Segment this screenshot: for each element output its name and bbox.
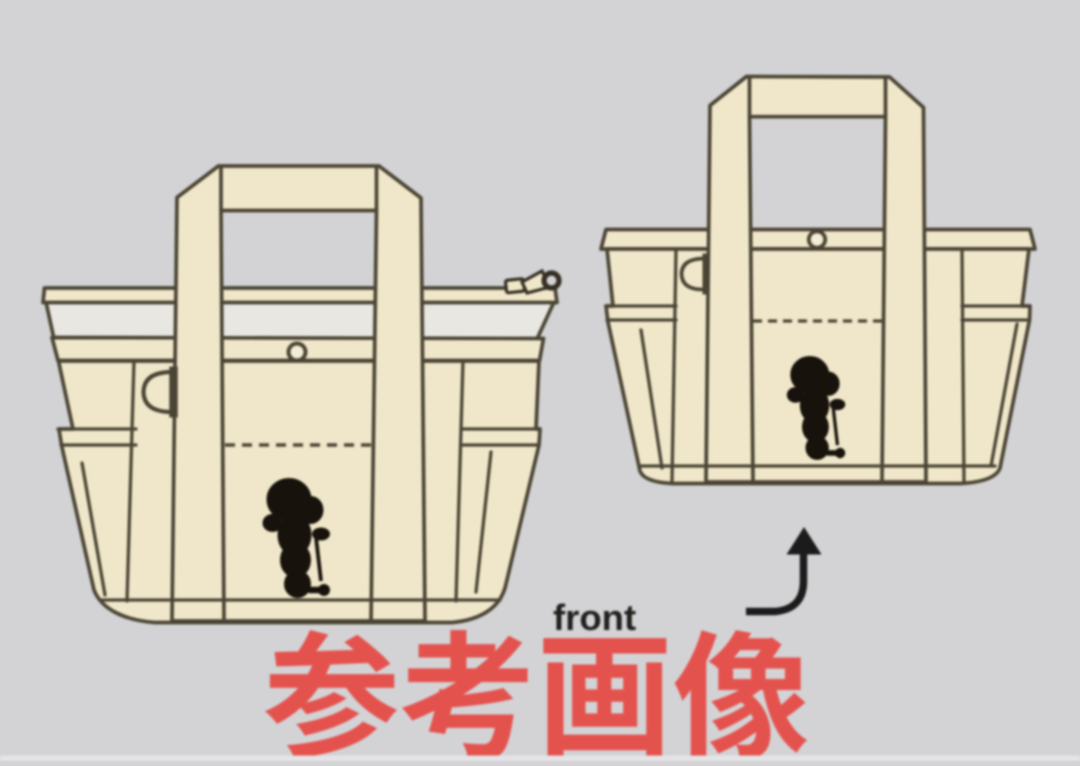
svg-text:front: front xyxy=(553,597,636,638)
